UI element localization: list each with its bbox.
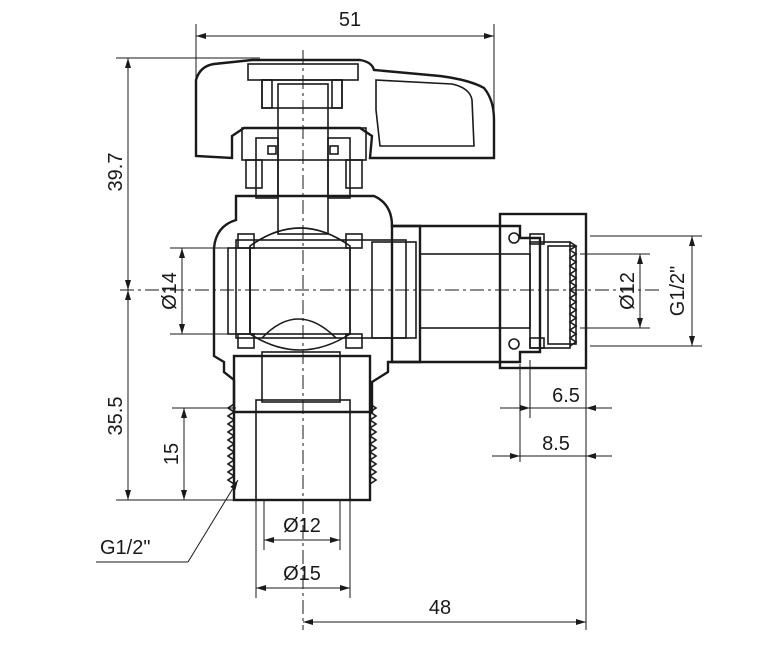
dim-text-d12-inlet: Ø12 — [283, 515, 321, 537]
valve-handle — [194, 58, 496, 160]
dim-upper-height: 39.7 — [105, 57, 260, 290]
dim-text-8-5: 8.5 — [542, 433, 570, 455]
dim-nut-8-5: 8.5 — [492, 364, 612, 462]
dim-text-35-5: 35.5 — [105, 397, 127, 436]
valve-outlet — [390, 212, 588, 370]
dim-text-d14: Ø14 — [159, 272, 181, 310]
dim-text-g12-lower: G1/2" — [100, 537, 150, 559]
dim-inlet-bore-14: Ø14 — [159, 247, 232, 335]
dim-text-15: 15 — [161, 443, 183, 465]
dim-text-51: 51 — [339, 9, 361, 31]
dim-text-48: 48 — [429, 597, 451, 619]
valve-body — [212, 194, 422, 502]
valve-stem — [241, 83, 367, 235]
dim-outlet-thread: G1/2" — [590, 235, 702, 347]
dim-inlet-12: Ø12 — [263, 500, 341, 550]
dim-inlet-15: Ø15 — [255, 500, 351, 598]
dim-lower-height: 35.5 — [105, 290, 240, 501]
dim-outlet-bore-12: Ø12 — [580, 253, 650, 329]
dim-text-d15: Ø15 — [283, 563, 321, 585]
dim-lower-thread: G1/2" — [96, 479, 239, 563]
dim-text-6-5: 6.5 — [552, 385, 580, 407]
dim-overall-width: 51 — [195, 9, 495, 150]
dim-text-d12-outlet: Ø12 — [617, 272, 639, 310]
dim-center-48: 48 — [303, 380, 587, 630]
dim-text-g12-outlet: G1/2" — [667, 266, 689, 316]
dim-thread-length: 15 — [161, 407, 236, 500]
dim-text-39-7: 39.7 — [105, 153, 127, 192]
